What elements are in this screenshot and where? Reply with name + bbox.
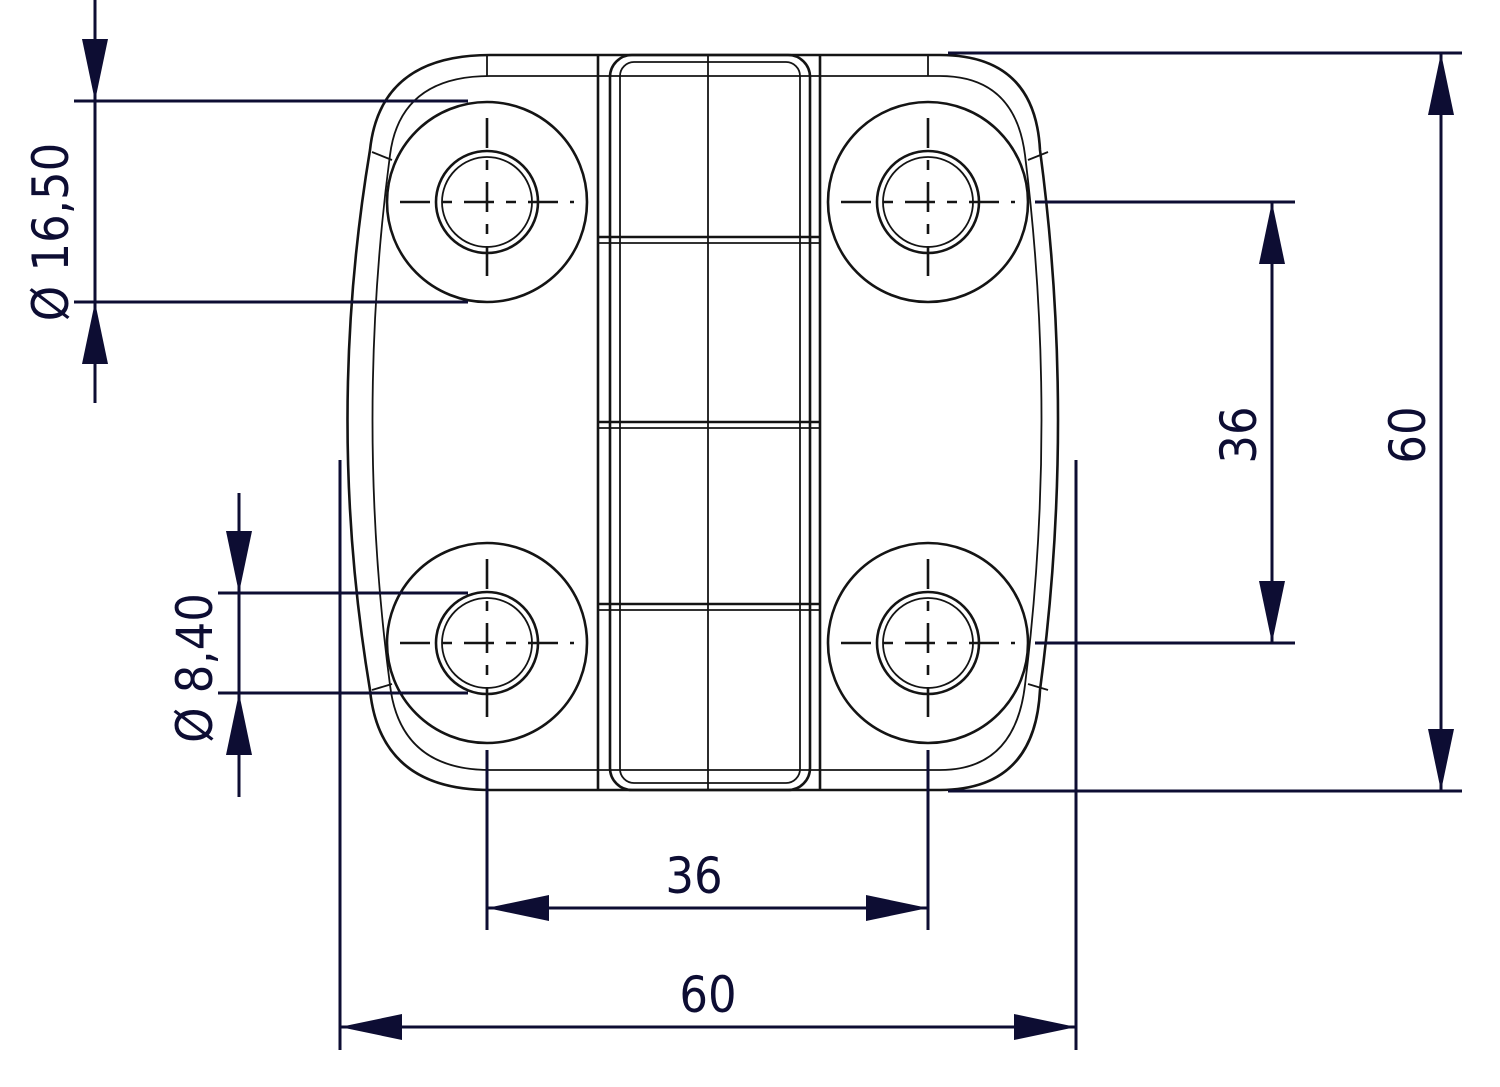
- dimension-hole-spacing-horizontal: 36: [485, 750, 930, 930]
- dimension-overall-width: 60: [338, 460, 1078, 1050]
- counterbore-circle: [826, 541, 1030, 745]
- centerline: [841, 118, 1015, 286]
- hinge-inner-outline: [371, 75, 1043, 771]
- hole-bottom-right: [826, 541, 1030, 745]
- counterbore-circle: [385, 541, 589, 745]
- hole-spacing-horizontal-label: 36: [665, 847, 722, 905]
- dimension-hole-spacing-vertical: 36: [1035, 200, 1295, 645]
- hole-top-right: [826, 100, 1030, 304]
- overall-width-label: 60: [679, 966, 736, 1024]
- centerline: [400, 559, 574, 727]
- overall-height-label: 60: [1379, 406, 1437, 463]
- hinge-knuckle: [596, 53, 822, 792]
- hole-diameter-label: Ø 8,40: [166, 593, 224, 743]
- dimension-counterbore-diameter: Ø 16,50: [22, 0, 468, 403]
- hinge-outer-outline: [346, 53, 1060, 792]
- hole-spacing-vertical-label: 36: [1210, 406, 1268, 463]
- counterbore-diameter-label: Ø 16,50: [22, 143, 80, 321]
- hinge-body: [346, 53, 1060, 792]
- counterbore-circle: [826, 100, 1030, 304]
- counterbore-circle: [385, 100, 589, 304]
- centerline: [841, 559, 1015, 727]
- centerline: [400, 118, 574, 286]
- hole-bottom-left: [385, 541, 589, 745]
- hole-top-left: [385, 100, 589, 304]
- dimension-hole-diameter: Ø 8,40: [166, 493, 468, 797]
- dimension-overall-height: 60: [948, 51, 1462, 793]
